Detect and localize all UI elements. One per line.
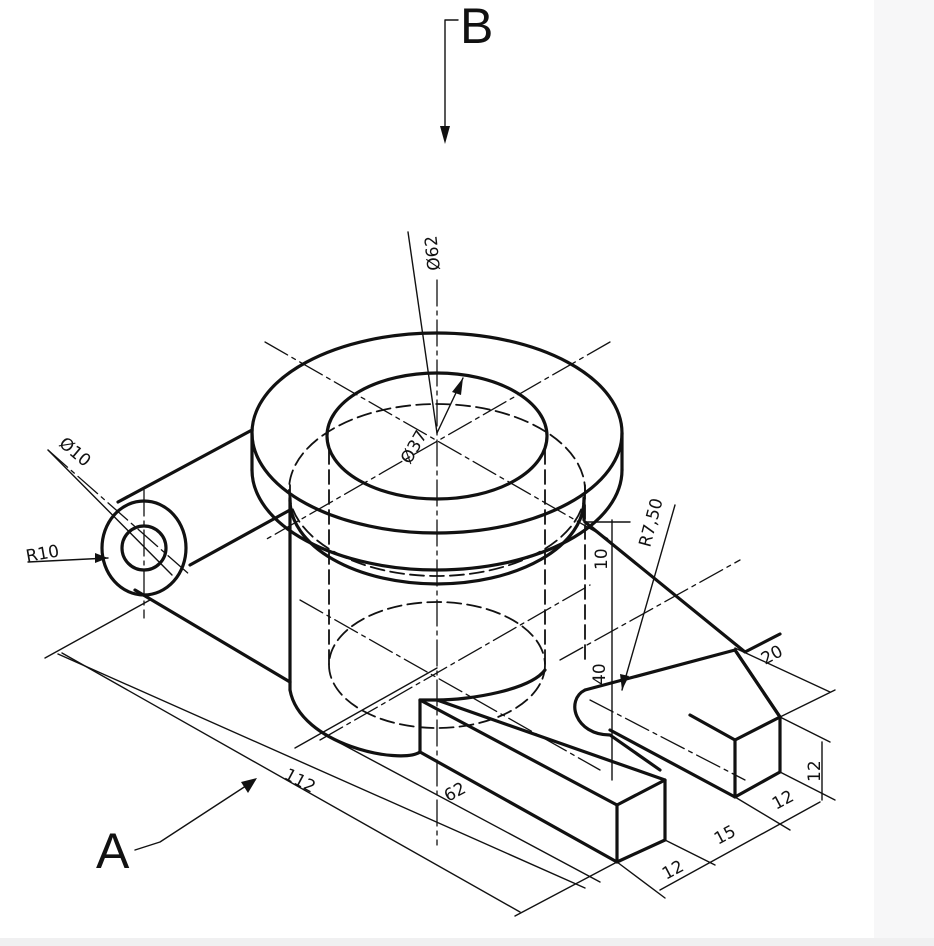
dim-h10: 10 <box>592 548 612 570</box>
dim-d15: 15 <box>711 822 739 850</box>
view-b-arrow <box>440 19 459 144</box>
dim-l112: 112 <box>281 765 319 798</box>
center-lines <box>47 279 746 846</box>
cylinder-body <box>250 331 624 758</box>
dim-r10: R10 <box>24 541 60 567</box>
right-margin-strip <box>874 0 934 938</box>
dim-l62: 62 <box>441 779 469 807</box>
dim-d12-low: 12 <box>659 857 687 885</box>
view-a-label: A <box>96 823 130 879</box>
dimension-lines <box>27 231 836 917</box>
dim-h12-right: 12 <box>805 760 825 782</box>
view-b-label: B <box>460 0 493 54</box>
dim-w20: 20 <box>758 642 786 670</box>
bottom-margin-strip <box>0 938 934 946</box>
view-a-arrow <box>134 778 257 851</box>
dim-d62-top: Ø62 <box>421 235 445 272</box>
dim-d12-mid: 12 <box>769 787 797 815</box>
dim-h40: 40 <box>590 663 610 685</box>
left-arm <box>100 428 292 684</box>
dim-r7-50: R7,50 <box>636 496 668 549</box>
dim-d10: Ø10 <box>55 434 95 472</box>
